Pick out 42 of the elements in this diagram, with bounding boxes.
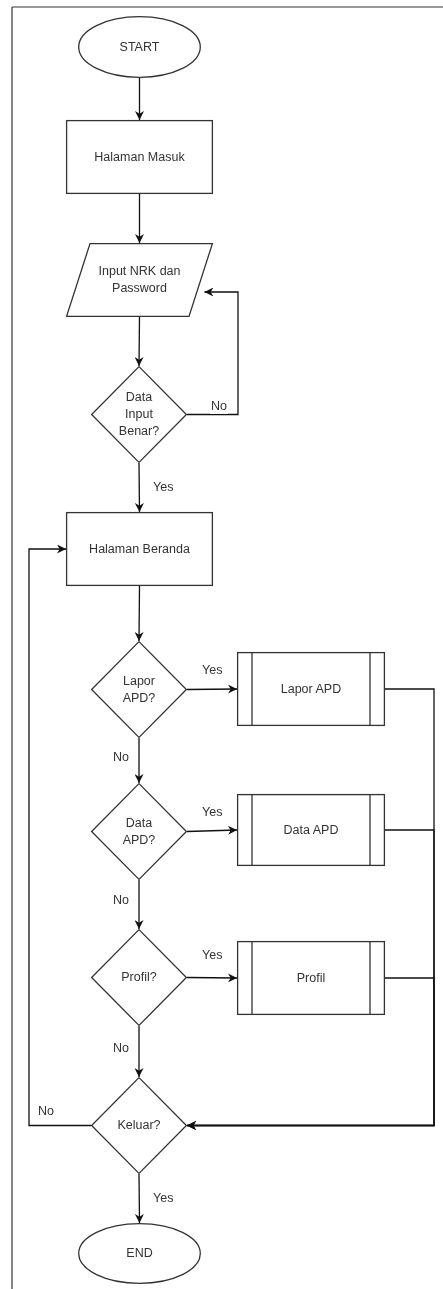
subprocess-box [237, 652, 385, 726]
edge-label: No [210, 399, 228, 414]
terminator-ellipse [78, 16, 201, 78]
decision-diamond [91, 366, 187, 463]
arrow [134, 1173, 144, 1224]
arrow [186, 973, 238, 983]
arrow [134, 879, 144, 930]
node-label: Data APD? [121, 814, 157, 849]
arrow [186, 684, 238, 694]
node-label: Keluar? [117, 1117, 161, 1134]
decision-diamond [91, 641, 187, 738]
terminator-ellipse [78, 1223, 201, 1284]
node-label: Lapor APD? [121, 672, 157, 707]
arrow [28, 544, 92, 1127]
arrow [186, 287, 239, 416]
arrow [134, 316, 144, 367]
node-label: Profil [296, 969, 326, 987]
arrow [134, 585, 144, 642]
node-label: Halaman Masuk [94, 148, 185, 166]
node-label: Profil? [121, 969, 157, 986]
subprocess-box [237, 941, 385, 1015]
arrow [135, 193, 144, 244]
node-label: Data Input Benar? [117, 389, 161, 440]
decision-diamond [91, 1077, 187, 1174]
decision-diamond [91, 783, 187, 880]
arrow [134, 462, 144, 513]
node-label: Data APD [283, 821, 339, 839]
node-label: Halaman Beranda [89, 540, 190, 558]
arrow [135, 77, 144, 121]
input-parallelogram [66, 243, 213, 317]
decision-diamond [91, 929, 187, 1026]
arrow [134, 737, 144, 784]
arrow [186, 825, 238, 835]
arrow [134, 1025, 144, 1078]
node-label: Input NRK dan Password [97, 263, 182, 297]
process-box [66, 120, 213, 194]
process-box [66, 512, 213, 586]
arrow [186, 977, 435, 1130]
node-label: Lapor APD [280, 680, 342, 698]
subprocess-box [237, 794, 385, 866]
node-label: END [126, 1245, 153, 1262]
node-label: START [119, 38, 160, 56]
